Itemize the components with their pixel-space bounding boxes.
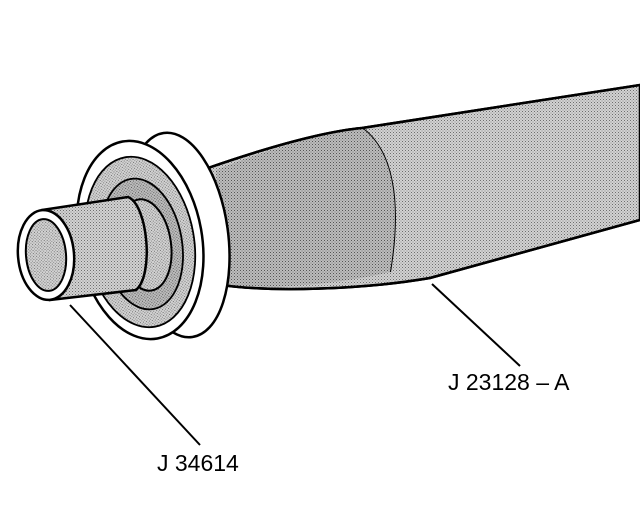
pilot-tube-bore bbox=[24, 218, 68, 292]
callout-j34614: J 34614 bbox=[157, 450, 239, 476]
handle-collar-shade bbox=[216, 128, 395, 287]
leader-line-j34614 bbox=[69, 304, 201, 446]
callout-j23128a: J 23128 – A bbox=[448, 369, 570, 395]
leader-line-j23128a bbox=[431, 283, 521, 367]
handle-outline-top bbox=[207, 83, 640, 170]
handle-outline-bottom bbox=[221, 218, 640, 291]
